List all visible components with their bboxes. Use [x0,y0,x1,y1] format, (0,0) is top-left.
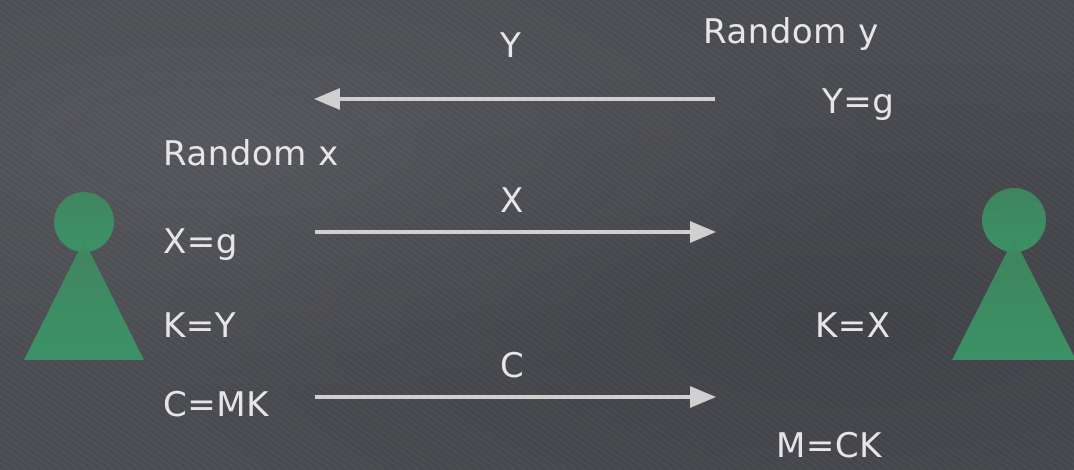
left-random-x: Random x [163,134,339,174]
right-k-eq-x: K=X [815,306,891,346]
arrow-y-head [314,88,340,110]
right-y-eq-g: Y=g [822,82,895,122]
right-person-icon [952,188,1074,360]
right-m-eq-ck: M=CK [776,426,882,466]
right-random-y: Random y [703,12,879,52]
left-person-icon [24,192,144,360]
message-label-y: Y [500,26,521,66]
arrow-c-head [690,386,716,408]
left-k-eq-y: K=Y [163,306,237,346]
arrow-x-head [690,221,716,243]
message-label-c: C [500,346,524,386]
left-x-eq-g: X=g [163,222,238,262]
message-label-x: X [500,181,524,221]
left-c-eq-mk: C=MK [163,385,269,425]
